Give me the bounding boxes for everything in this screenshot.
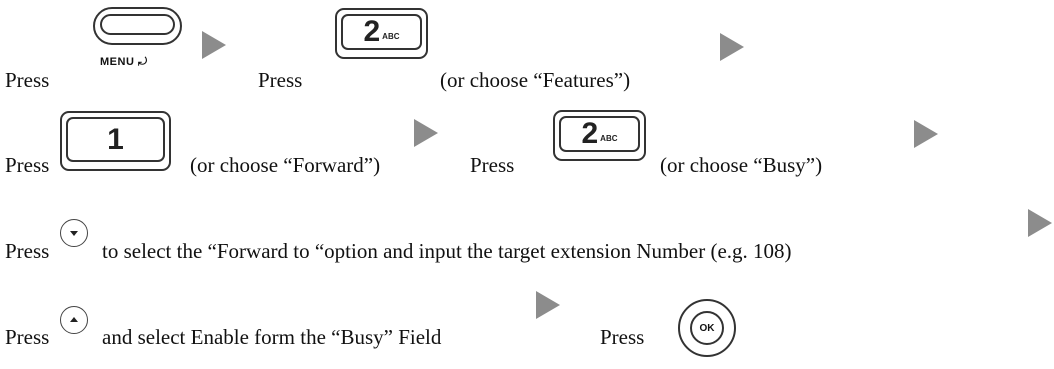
- step-note: (or choose “Forward”): [190, 153, 381, 177]
- next-step-arrow-icon: [414, 119, 438, 147]
- ok-key-label: OK: [690, 311, 724, 345]
- key-letters: ABC: [600, 133, 618, 143]
- next-step-arrow-icon: [536, 291, 560, 319]
- press-label: Press: [5, 239, 50, 263]
- step-instruction: to select the “Forward to “option and in…: [102, 239, 792, 263]
- key-letters: ABC: [382, 31, 400, 41]
- key-digit: 2: [363, 15, 381, 48]
- menu-key-icon: [93, 7, 182, 45]
- press-label: Press: [5, 325, 50, 349]
- step-note: (or choose “Features”): [440, 68, 631, 92]
- next-step-arrow-icon: [720, 33, 744, 61]
- step-note: (or choose “Busy”): [660, 153, 823, 177]
- step-instruction: and select Enable form the “Busy” Field: [102, 325, 442, 349]
- next-step-arrow-icon: [914, 120, 938, 148]
- press-label: Press: [258, 68, 303, 92]
- nav-down-icon: [60, 219, 88, 247]
- press-label: Press: [5, 68, 50, 92]
- press-label: Press: [600, 325, 645, 349]
- next-step-arrow-icon: [1028, 209, 1052, 237]
- menu-key-label: MENU ⤾: [100, 56, 148, 68]
- next-step-arrow-icon: [202, 31, 226, 59]
- key-digit: 1: [107, 122, 124, 156]
- key-digit: 2: [581, 117, 599, 150]
- keypad-1-icon: 1: [60, 111, 171, 171]
- nav-up-icon: [60, 306, 88, 334]
- press-label: Press: [470, 153, 515, 177]
- press-label: Press: [5, 153, 50, 177]
- ok-key-icon: OK: [678, 299, 736, 357]
